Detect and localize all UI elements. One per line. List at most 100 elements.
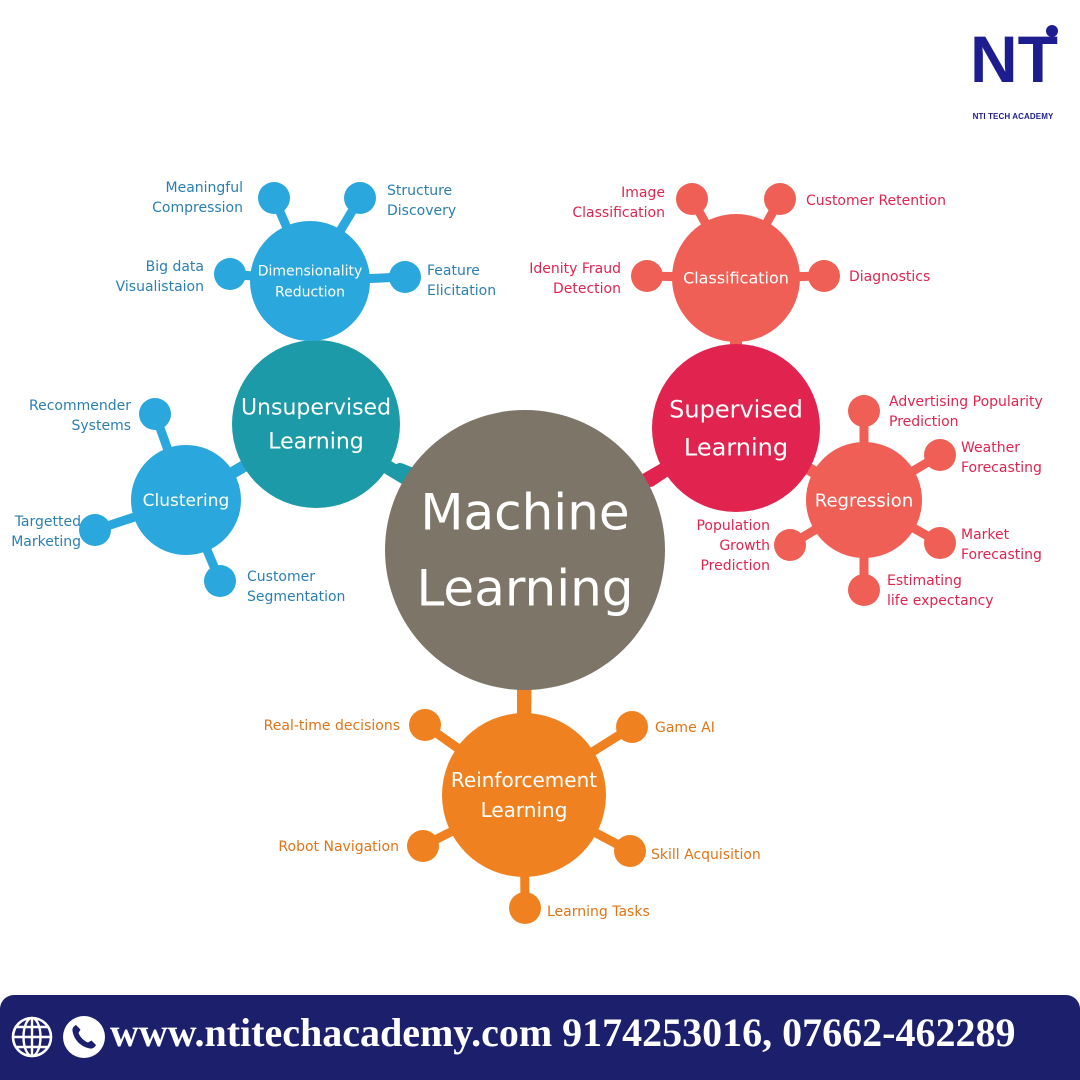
leaf-label-regression-1-line: Weather — [961, 440, 1020, 456]
brand-name: NTI TECH ACADEMY — [972, 112, 1054, 121]
subgroup-node-clustering — [131, 445, 241, 555]
leaf-label-classification-0-line: Classification — [572, 205, 665, 221]
contact-text: www.ntitechacademy.com 9174253016, 07662… — [110, 1010, 1016, 1055]
leaf-label-classification-0-line: Image — [621, 185, 665, 201]
center-label-line: Learning — [416, 560, 633, 618]
phone-icon — [63, 1016, 105, 1058]
group-node-unsupervised — [232, 340, 400, 508]
leaf-label-reinforcement-direct-3: Skill Acquisition — [651, 847, 761, 863]
leaf-node-dimensionality-1 — [344, 182, 376, 214]
leaf-label-regression-2-line: Population — [696, 518, 770, 534]
leaf-label-classification-3-line: Diagnostics — [849, 269, 930, 285]
leaf-label-regression-4-line: Estimating — [887, 573, 962, 589]
leaf-label-regression-2-line: Growth — [719, 538, 770, 554]
subgroup-label-clustering: Clustering — [143, 491, 230, 511]
leaf-label-regression-2-line: Prediction — [700, 558, 770, 574]
leaf-node-clustering-1 — [79, 514, 111, 546]
leaf-label-clustering-2-line: Customer — [247, 569, 315, 585]
group-label-unsupervised-line: Unsupervised — [241, 396, 391, 421]
leaf-label-dimensionality-0-line: Meaningful — [166, 180, 244, 196]
group-label-reinforcement-line: Reinforcement — [451, 768, 597, 792]
subgroup-label-classification: Classification — [683, 269, 789, 288]
leaf-label-reinforcement-direct-0-line: Real-time decisions — [264, 718, 400, 734]
subgroup-label-regression-line: Regression — [815, 490, 913, 511]
leaf-label-classification-2-line: Idenity Fraud — [529, 261, 621, 277]
leaf-node-classification-2 — [631, 260, 663, 292]
group-label-reinforcement-line: Learning — [481, 798, 568, 822]
leaf-label-regression-4: Estimating life expectancy — [887, 573, 994, 609]
leaf-node-regression-3 — [924, 527, 956, 559]
group-node-supervised — [652, 344, 820, 512]
leaf-node-classification-1 — [764, 183, 796, 215]
leaf-label-dimensionality-1-line: Discovery — [387, 203, 456, 219]
leaf-label-reinforcement-direct-1: Game AI — [655, 720, 715, 736]
leaf-node-reinforcement-direct-2 — [407, 830, 439, 862]
leaf-node-reinforcement-direct-0 — [409, 709, 441, 741]
leaf-label-reinforcement-direct-0: Real-time decisions — [264, 718, 400, 734]
leaf-label-regression-0-line: Prediction — [889, 414, 959, 430]
subgroup-label-clustering-line: Clustering — [143, 491, 230, 511]
leaf-label-classification-1: Customer Retention — [806, 193, 946, 209]
leaf-node-classification-0 — [676, 183, 708, 215]
logo-dot-icon — [1046, 25, 1058, 37]
footer-icons — [10, 1015, 106, 1059]
leaf-node-clustering-0 — [139, 398, 171, 430]
leaf-node-reinforcement-direct-1 — [616, 711, 648, 743]
leaf-label-clustering-1-line: Targetted — [14, 514, 81, 530]
subgroup-node-classification — [672, 214, 800, 342]
leaf-label-regression-0-line: Advertising Popularity — [889, 394, 1043, 410]
leaf-node-regression-0 — [848, 395, 880, 427]
center-node-machine-learning — [385, 410, 665, 690]
subgroup-label-dimensionality-line: Dimensionality — [258, 263, 363, 279]
leaf-label-clustering-1-line: Marketing — [11, 534, 81, 550]
leaf-node-dimensionality-3 — [389, 261, 421, 293]
logo-letters: NT — [970, 22, 1058, 90]
leaf-label-dimensionality-2-line: Big data — [146, 259, 204, 275]
leaf-label-dimensionality-2-line: Visualistaion — [116, 279, 204, 295]
brand-logo: NT NTI TECH ACADEMY — [960, 22, 1066, 121]
leaf-label-dimensionality-3-line: Feature — [427, 263, 480, 279]
leaf-node-regression-2 — [774, 529, 806, 561]
leaf-label-clustering-0-line: Systems — [72, 418, 132, 434]
group-label-unsupervised-line: Learning — [268, 430, 364, 455]
leaf-node-classification-3 — [808, 260, 840, 292]
subgroup-label-regression: Regression — [815, 490, 913, 511]
group-node-reinforcement — [442, 713, 606, 877]
leaf-label-regression-1-line: Forecasting — [961, 460, 1042, 476]
group-label-supervised-line: Supervised — [669, 395, 803, 423]
leaf-node-clustering-2 — [204, 565, 236, 597]
subgroup-node-regression — [806, 442, 922, 558]
subgroup-node-dimensionality — [250, 221, 370, 341]
leaf-label-regression-3-line: Forecasting — [961, 547, 1042, 563]
center-label-line: Machine — [420, 484, 629, 542]
leaf-label-regression-3-line: Market — [961, 527, 1010, 543]
leaf-node-regression-1 — [924, 439, 956, 471]
leaf-label-reinforcement-direct-1-line: Game AI — [655, 720, 715, 736]
subgroup-label-dimensionality-line: Reduction — [275, 284, 345, 300]
leaf-label-dimensionality-1-line: Structure — [387, 183, 452, 199]
leaf-node-reinforcement-direct-3 — [614, 835, 646, 867]
leaf-label-regression-4-line: life expectancy — [887, 593, 994, 609]
leaf-label-clustering-2-line: Segmentation — [247, 589, 345, 605]
leaf-node-regression-4 — [848, 574, 880, 606]
group-label-supervised-line: Learning — [684, 433, 788, 461]
leaf-label-classification-1-line: Customer Retention — [806, 193, 946, 209]
leaf-label-reinforcement-direct-2-line: Robot Navigation — [278, 839, 399, 855]
